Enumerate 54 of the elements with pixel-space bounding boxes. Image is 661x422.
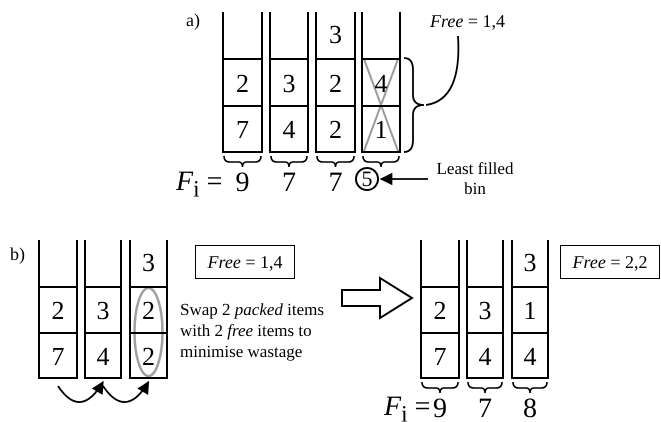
fill-label: F$_{i}$ = bbox=[176, 166, 222, 204]
fill-value: 8 bbox=[522, 394, 538, 422]
bin bbox=[222, 12, 263, 153]
arrow bbox=[380, 172, 428, 186]
item-cell: 4 bbox=[513, 332, 547, 379]
item-cell: 3 bbox=[271, 58, 307, 107]
item-number: 3 bbox=[317, 12, 354, 58]
item-cell: 7 bbox=[40, 332, 76, 379]
item-cell: 2 bbox=[317, 105, 354, 153]
free-items-label: Free = 1,4 bbox=[430, 8, 540, 34]
bin bbox=[315, 12, 356, 153]
annotation-text: Least filled bin bbox=[430, 156, 520, 202]
bin bbox=[84, 240, 122, 379]
item-cell: 1 bbox=[513, 286, 547, 334]
block-arrow bbox=[341, 276, 414, 320]
bin bbox=[361, 12, 401, 153]
item-cell: 2 bbox=[317, 58, 354, 107]
item-cell: 1 bbox=[363, 105, 399, 153]
panel-label: a) bbox=[186, 10, 200, 31]
bin bbox=[38, 240, 78, 379]
panel-label: b) bbox=[10, 244, 25, 265]
bin bbox=[511, 240, 549, 379]
item-cell: 2 bbox=[131, 286, 166, 334]
item-cell: 7 bbox=[422, 332, 458, 379]
fill-value: 7 bbox=[328, 168, 344, 198]
item-cell: 2 bbox=[131, 332, 166, 379]
item-cell: 7 bbox=[224, 105, 261, 153]
item-cell: 3 bbox=[468, 286, 502, 334]
item-number: 3 bbox=[131, 240, 166, 286]
fill-value: 7 bbox=[477, 394, 493, 422]
bin bbox=[269, 12, 309, 153]
item-cell: 2 bbox=[40, 286, 76, 334]
fill-value: 9 bbox=[432, 394, 448, 422]
bin bbox=[466, 240, 504, 379]
fill-label: F$_{i}$ = bbox=[384, 391, 430, 422]
bin bbox=[420, 240, 460, 379]
circled-value: 5 bbox=[355, 167, 379, 191]
item-cell: 4 bbox=[86, 332, 120, 379]
free-items-box: Free = 2,2 bbox=[560, 245, 660, 279]
item-cell: 4 bbox=[468, 332, 502, 379]
fill-value: 9 bbox=[234, 168, 250, 198]
item-cell: 2 bbox=[224, 58, 261, 107]
instruction-text: Swap 2 packed items with 2 free items to minimise wastage bbox=[180, 293, 332, 367]
item-cell: 2 bbox=[422, 286, 458, 334]
item-cell: 3 bbox=[86, 286, 120, 334]
fill-value: 7 bbox=[281, 168, 297, 198]
curved-arrow bbox=[102, 380, 150, 403]
item-cell: 4 bbox=[271, 105, 307, 153]
leader-line bbox=[426, 36, 460, 106]
item-cell: 4 bbox=[363, 58, 399, 107]
curved-arrow bbox=[57, 380, 104, 403]
bin bbox=[129, 240, 168, 379]
item-number: 3 bbox=[513, 240, 547, 286]
free-items-box: Free = 1,4 bbox=[195, 245, 295, 279]
